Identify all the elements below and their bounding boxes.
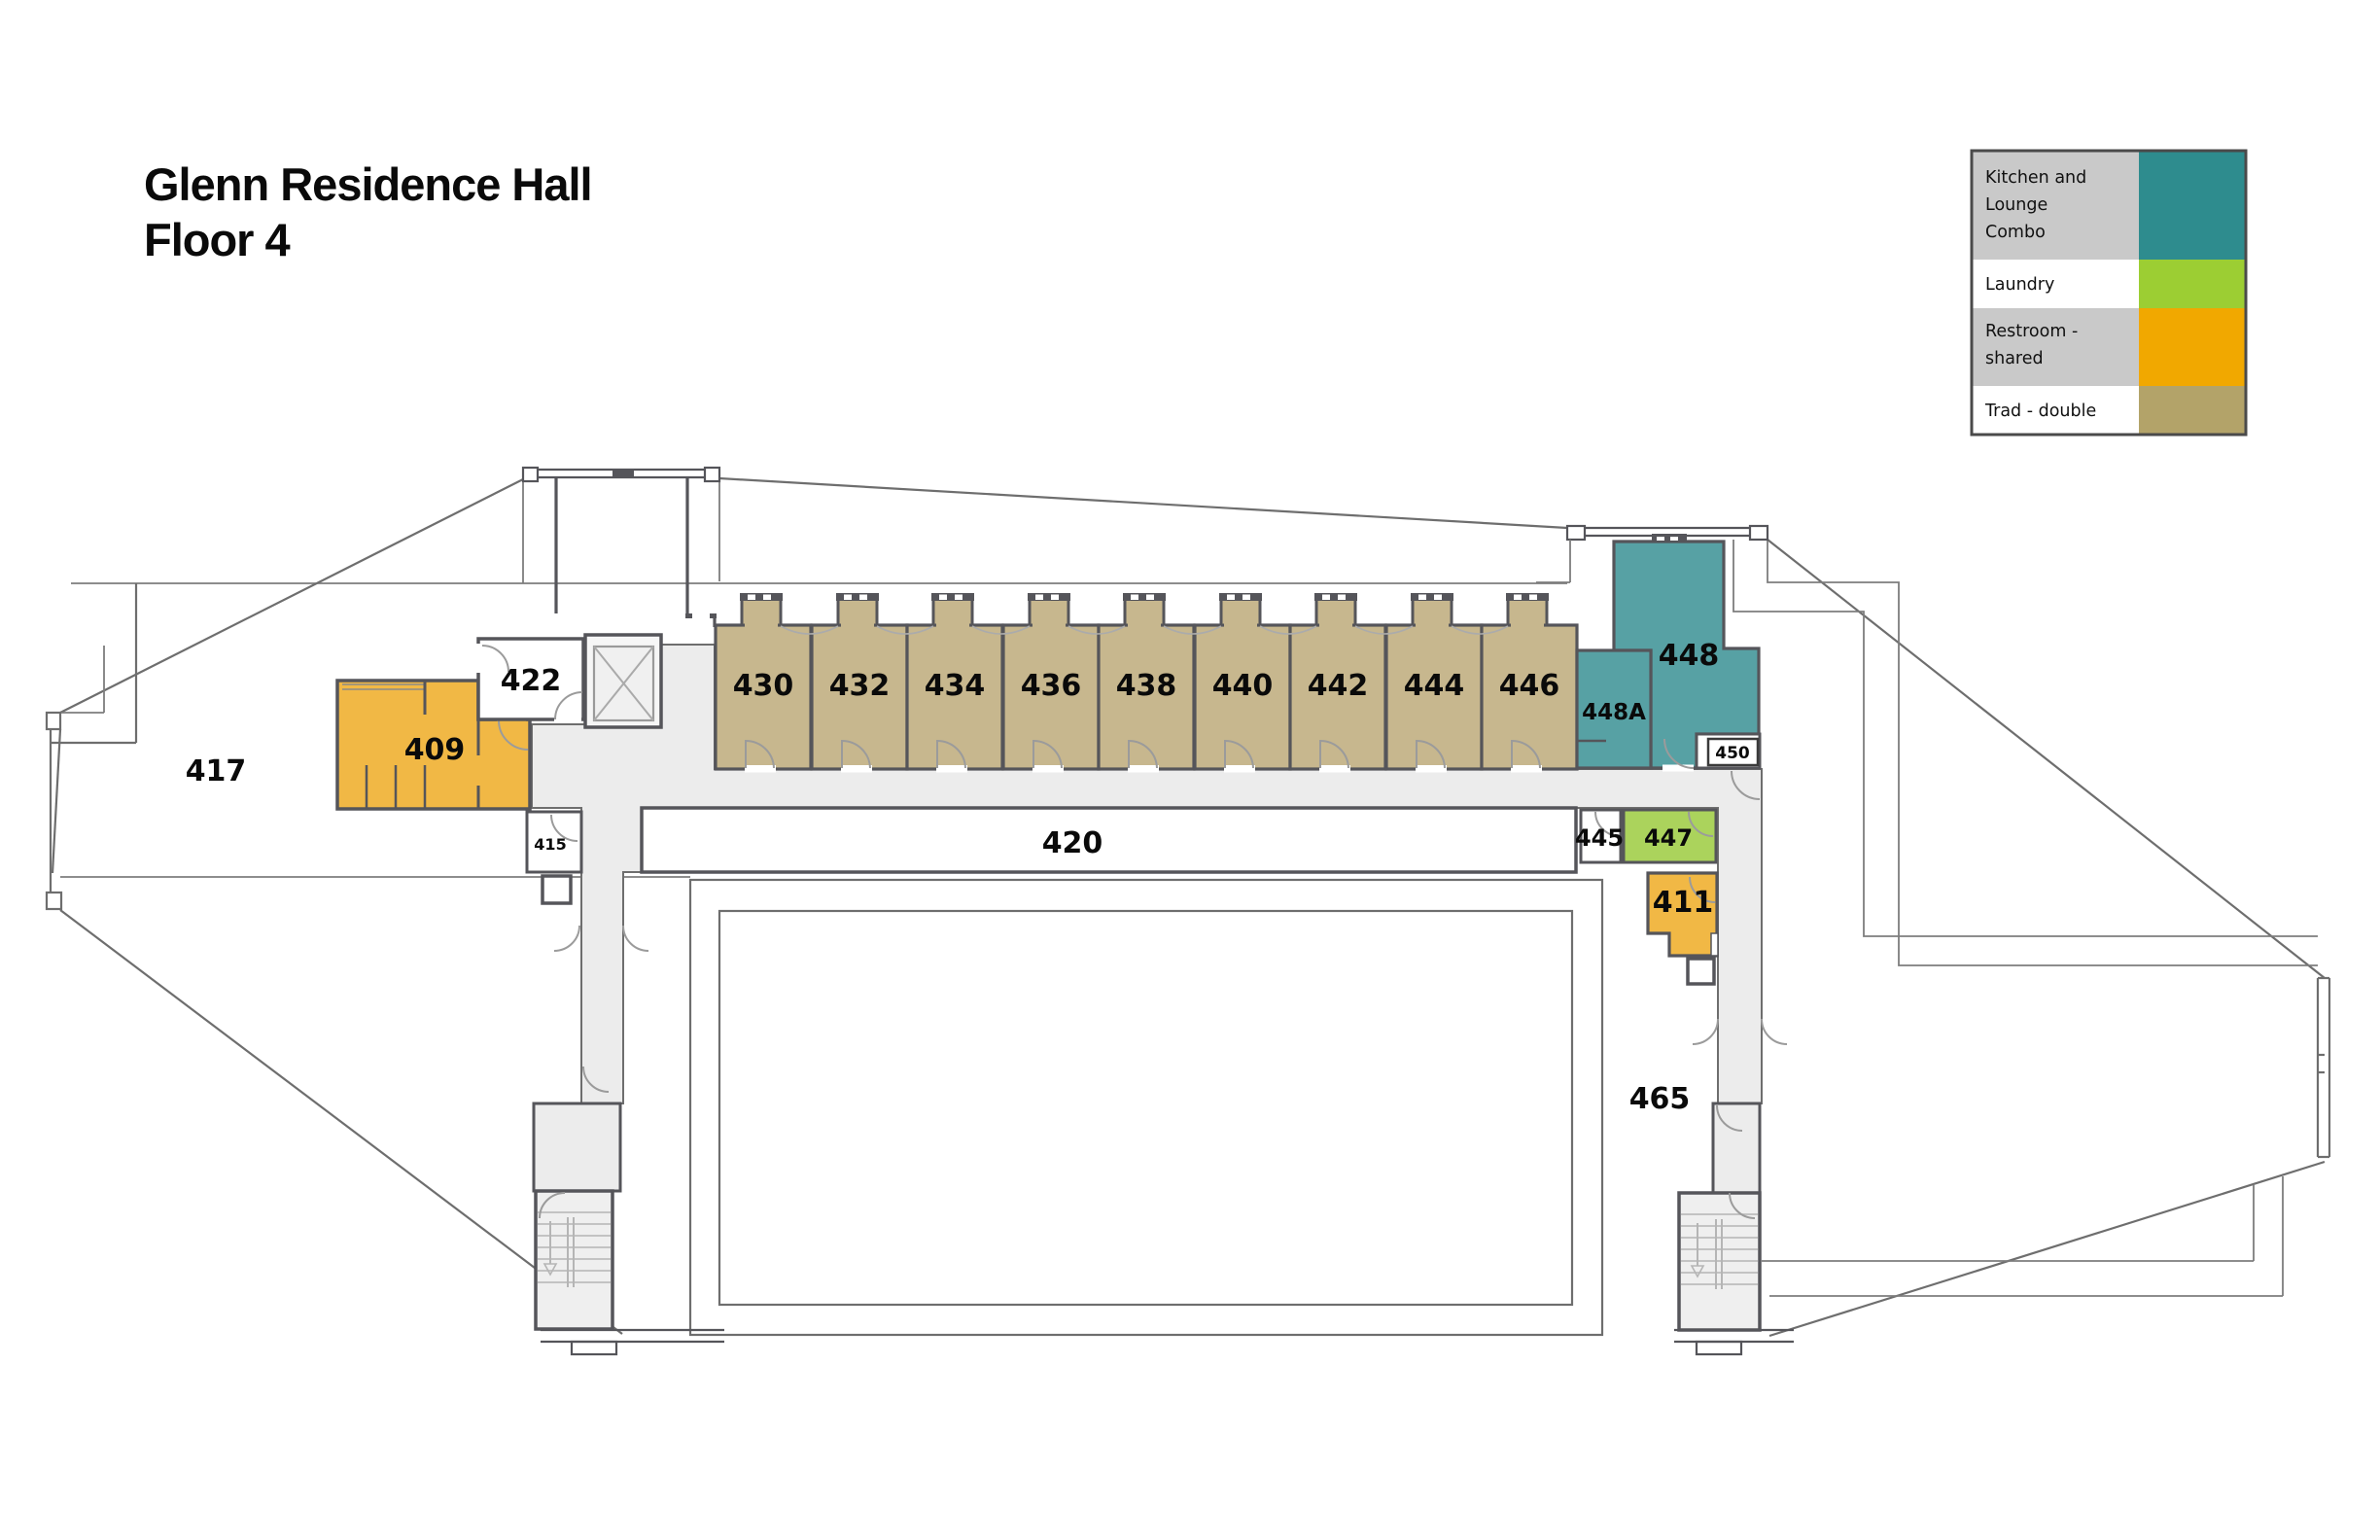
legend-label-kitchen-2: Lounge bbox=[1985, 195, 2048, 215]
svg-text:438: 438 bbox=[1116, 669, 1177, 703]
legend: Kitchen and Lounge Combo Laundry Restroo… bbox=[1970, 149, 2248, 437]
legend-label-trad: Trad - double bbox=[1984, 402, 2096, 421]
svg-text:436: 436 bbox=[1021, 669, 1082, 703]
room-415: 415 bbox=[525, 810, 583, 905]
trad-rooms-row: 430 432 434 bbox=[714, 593, 1579, 773]
room-411-label: 411 bbox=[1653, 886, 1714, 920]
title-block: Glenn Residence Hall Floor 4 bbox=[144, 158, 593, 265]
legend-swatch-kitchen bbox=[2139, 151, 2246, 260]
room-450: 450 bbox=[1695, 732, 1762, 800]
legend-row-bg-1 bbox=[1972, 260, 2139, 308]
stairs-right bbox=[1681, 1213, 1758, 1289]
vestibule-left bbox=[532, 1102, 622, 1193]
room-440: 440 bbox=[1193, 593, 1292, 773]
svg-text:432: 432 bbox=[829, 669, 891, 703]
room-436: 436 bbox=[1001, 593, 1101, 773]
room-465-label: 465 bbox=[1629, 1082, 1691, 1116]
bay-window-arc bbox=[1163, 625, 1222, 635]
legend-swatch-trad bbox=[2139, 386, 2246, 435]
svg-text:446: 446 bbox=[1499, 669, 1560, 703]
bay-window-arcs bbox=[780, 625, 1509, 635]
room-448-label: 448 bbox=[1659, 639, 1720, 673]
room-434: 434 bbox=[905, 593, 1004, 773]
room-432: 432 bbox=[810, 593, 909, 773]
bay-window-arc bbox=[1068, 625, 1126, 635]
bay-window-arc bbox=[971, 625, 1031, 635]
room-417-label: 417 bbox=[186, 754, 247, 788]
legend-swatch-laundry bbox=[2139, 260, 2246, 308]
svg-text:440: 440 bbox=[1212, 669, 1274, 703]
room-409-label: 409 bbox=[404, 733, 466, 767]
room-415-label: 415 bbox=[534, 835, 566, 854]
room-450-label: 450 bbox=[1715, 744, 1750, 763]
room-442: 442 bbox=[1288, 593, 1387, 773]
bottom-wall-bands bbox=[541, 1328, 1794, 1356]
legend-label-restroom-2: shared bbox=[1985, 349, 2044, 368]
legend-row-bg-3 bbox=[1972, 386, 2139, 435]
legend-row-bg-2 bbox=[1972, 308, 2139, 386]
legend-label-kitchen-3: Combo bbox=[1985, 223, 2046, 242]
room-445-label: 445 bbox=[1575, 824, 1624, 852]
room-438: 438 bbox=[1097, 593, 1196, 773]
svg-text:442: 442 bbox=[1308, 669, 1369, 703]
corridor-main bbox=[531, 644, 1763, 1104]
legend-label-restroom-1: Restroom - bbox=[1985, 322, 2078, 341]
stairs-left bbox=[538, 1211, 611, 1287]
bay-window-arc bbox=[876, 625, 934, 635]
svg-text:444: 444 bbox=[1404, 669, 1465, 703]
svg-text:430: 430 bbox=[733, 669, 794, 703]
courtyard-outline bbox=[688, 878, 1604, 1337]
room-448a-label: 448A bbox=[1582, 700, 1646, 725]
page-title-line2: Floor 4 bbox=[144, 214, 291, 265]
room-448: 448 448A bbox=[1575, 534, 1761, 772]
bay-window-arc bbox=[1259, 625, 1317, 635]
bay-window-arc bbox=[1354, 625, 1414, 635]
room-448a bbox=[1575, 648, 1653, 770]
room-420: 420 bbox=[640, 806, 1578, 874]
room-446: 446 bbox=[1480, 593, 1579, 773]
bay-window-arc bbox=[1451, 625, 1509, 635]
page-title-line1: Glenn Residence Hall bbox=[144, 158, 592, 210]
legend-swatch-restroom bbox=[2139, 308, 2246, 386]
chase-415 bbox=[541, 874, 573, 905]
svg-text:434: 434 bbox=[925, 669, 986, 703]
room-444: 444 bbox=[1384, 593, 1484, 773]
room-447-label: 447 bbox=[1644, 824, 1693, 852]
elevator bbox=[583, 633, 663, 729]
building-outline bbox=[45, 476, 2331, 1338]
room-445: 445 bbox=[1575, 808, 1624, 864]
room-422: 422 bbox=[475, 637, 585, 723]
legend-label-laundry: Laundry bbox=[1985, 275, 2054, 295]
room-420-label: 420 bbox=[1042, 826, 1103, 860]
room-422-label: 422 bbox=[501, 664, 562, 698]
legend-border bbox=[1970, 149, 2248, 437]
bay-window-arc bbox=[780, 625, 839, 635]
room-447: 447 bbox=[1622, 808, 1718, 864]
tower-top-left bbox=[521, 466, 721, 627]
tower-top-right bbox=[1536, 524, 1769, 583]
room-411: 411 bbox=[1646, 871, 1719, 986]
room-430: 430 bbox=[714, 593, 813, 773]
door-arcs bbox=[539, 925, 1788, 1219]
legend-label-kitchen-1: Kitchen and bbox=[1985, 168, 2086, 188]
legend-row-bg-0 bbox=[1972, 151, 2139, 260]
